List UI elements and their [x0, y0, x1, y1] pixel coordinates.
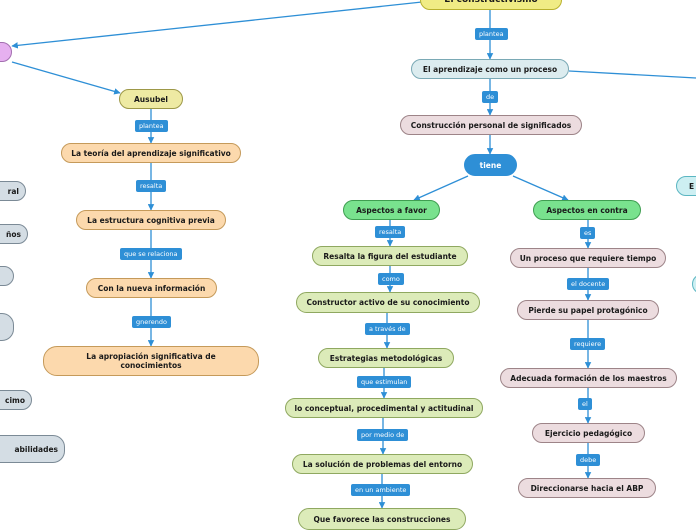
link-debe: debe	[576, 454, 601, 466]
left-edge-node-7[interactable]: abilidades	[0, 435, 65, 463]
left-edge-node-4[interactable]	[0, 266, 14, 286]
right-edge-node-1[interactable]: E	[676, 176, 696, 196]
link-por-medio-de: por medio de	[357, 429, 409, 441]
left-edge-node-6[interactable]: cimo	[0, 390, 32, 410]
link-plantea-top: plantea	[475, 28, 508, 40]
estructura-node[interactable]: La estructura cognitiva previa	[76, 210, 226, 230]
left-edge-node-2[interactable]: ral	[0, 181, 26, 201]
link-es: es	[580, 227, 596, 239]
link-requiere: requiere	[570, 338, 606, 350]
conceptual-node[interactable]: lo conceptual, procedimental y actitudin…	[285, 398, 483, 418]
aspectos-favor-node[interactable]: Aspectos a favor	[343, 200, 440, 220]
link-el-docente: el docente	[567, 278, 610, 290]
ausubel-node[interactable]: Ausubel	[119, 89, 183, 109]
link-plantea-left: plantea	[135, 120, 168, 132]
link-que-estimulan: que estimulan	[357, 376, 412, 388]
direccionarse-node[interactable]: Direccionarse hacia el ABP	[518, 478, 656, 498]
resalta-figura-node[interactable]: Resalta la figura del estudiante	[312, 246, 468, 266]
apropiacion-node[interactable]: La apropiación significativa de conocimi…	[43, 346, 259, 376]
teoria-node[interactable]: La teoría del aprendizaje significativo	[61, 143, 241, 163]
link-en-un-ambiente: en un ambiente	[351, 484, 411, 496]
link-que-se-relaciona: que se relaciona	[120, 248, 182, 260]
favorece-node[interactable]: Que favorece las construcciones	[298, 508, 466, 530]
link-el: el	[578, 398, 592, 410]
aspectos-contra-node[interactable]: Aspectos en contra	[533, 200, 641, 220]
link-a-traves-de: a través de	[365, 323, 410, 335]
link-resalta-mid: resalta	[375, 226, 406, 238]
construccion-node[interactable]: Construcción personal de significados	[400, 115, 582, 135]
nueva-info-node[interactable]: Con la nueva información	[86, 278, 217, 298]
left-edge-node-3[interactable]: ños	[0, 224, 28, 244]
adecuada-node[interactable]: Adecuada formación de los maestros	[500, 368, 677, 388]
pierde-node[interactable]: Pierde su papel protagónico	[517, 300, 659, 320]
link-resalta-left: resalta	[136, 180, 167, 192]
estrategias-node[interactable]: Estrategias metodológicas	[318, 348, 454, 368]
link-como: como	[378, 273, 404, 285]
solucion-node[interactable]: La solución de problemas del entorno	[292, 454, 473, 474]
constructor-node[interactable]: Constructor activo de su conocimiento	[296, 292, 480, 313]
proceso-tiempo-node[interactable]: Un proceso que requiere tiempo	[510, 248, 666, 268]
aprendizaje-node[interactable]: El aprendizaje como un proceso	[411, 59, 569, 79]
tiene-node[interactable]: tiene	[464, 154, 517, 176]
link-de: de	[482, 91, 499, 103]
root-node[interactable]: El constructivismo	[420, 0, 562, 10]
link-gnerendo: gnerendo	[132, 316, 171, 328]
ejercicio-node[interactable]: Ejercicio pedagógico	[532, 423, 645, 443]
